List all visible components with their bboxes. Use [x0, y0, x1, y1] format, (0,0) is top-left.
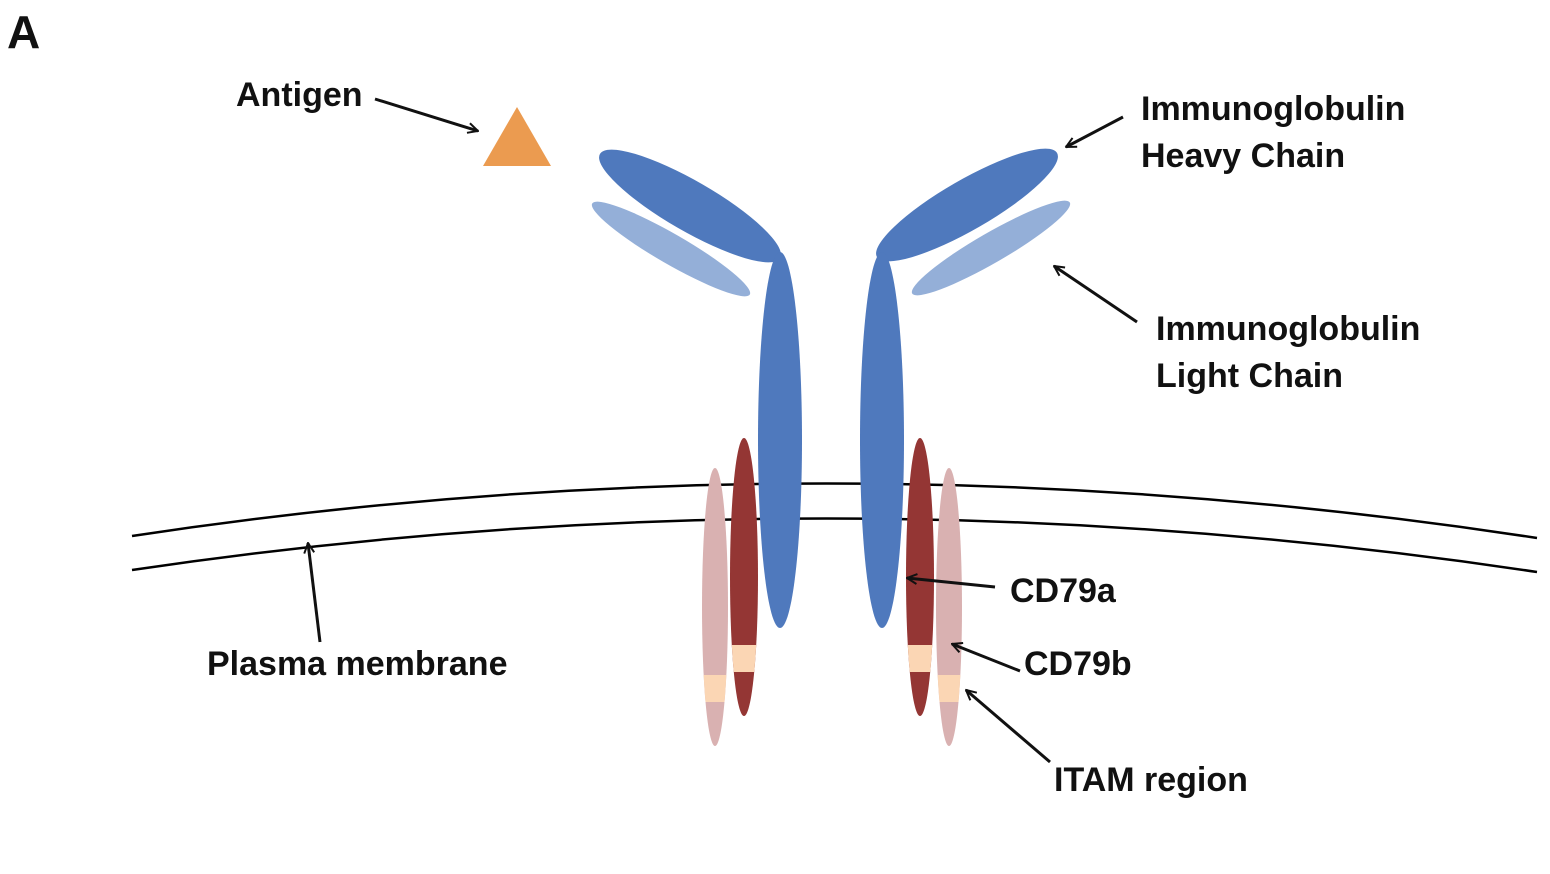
cd79b-left: [702, 468, 728, 746]
itam-cd79b-right: [936, 675, 962, 702]
antigen-label: Antigen: [236, 76, 363, 114]
heavy-chain-label-line1: Immunoglobulin: [1141, 90, 1405, 128]
heavy-chain-arrow: [1066, 115, 1124, 149]
cd79a-left: [730, 438, 758, 716]
membrane-outer-line: [131, 482, 1538, 540]
heavy-chain-right-stem: [860, 252, 904, 628]
heavy-chain-right-arm: [876, 148, 1058, 262]
cd79a-arrow: [907, 578, 996, 589]
antigen-triangle: [483, 107, 551, 166]
light-chain-label-line1: Immunoglobulin: [1156, 310, 1420, 348]
heavy-chain-left-arm: [599, 149, 781, 263]
itam-region-label: ITAM region: [1054, 761, 1248, 799]
itam-cd79b-left: [702, 675, 728, 702]
plasma-membrane-label: Plasma membrane: [207, 645, 508, 683]
cd79b-label: CD79b: [1024, 645, 1132, 683]
itam-arrow: [966, 690, 1051, 764]
heavy-chain-label-line2: Heavy Chain: [1141, 137, 1345, 175]
light-chain-left: [591, 201, 751, 297]
cd79b-right: [936, 468, 962, 746]
cd79b-arrow: [952, 644, 1021, 673]
light-chain-label-line2: Light Chain: [1156, 357, 1343, 395]
panel-label: A: [7, 6, 40, 58]
light-chain-arrow: [1054, 266, 1138, 324]
membrane-inner-line: [131, 517, 1538, 574]
antigen-arrow: [374, 97, 478, 131]
plasma-membrane-arrow: [308, 543, 322, 643]
itam-cd79a-right: [906, 645, 934, 672]
heavy-chain-left-stem: [758, 252, 802, 628]
light-chain-right: [911, 200, 1071, 296]
itam-cd79a-left: [730, 645, 758, 672]
cd79a-label: CD79a: [1010, 572, 1117, 610]
